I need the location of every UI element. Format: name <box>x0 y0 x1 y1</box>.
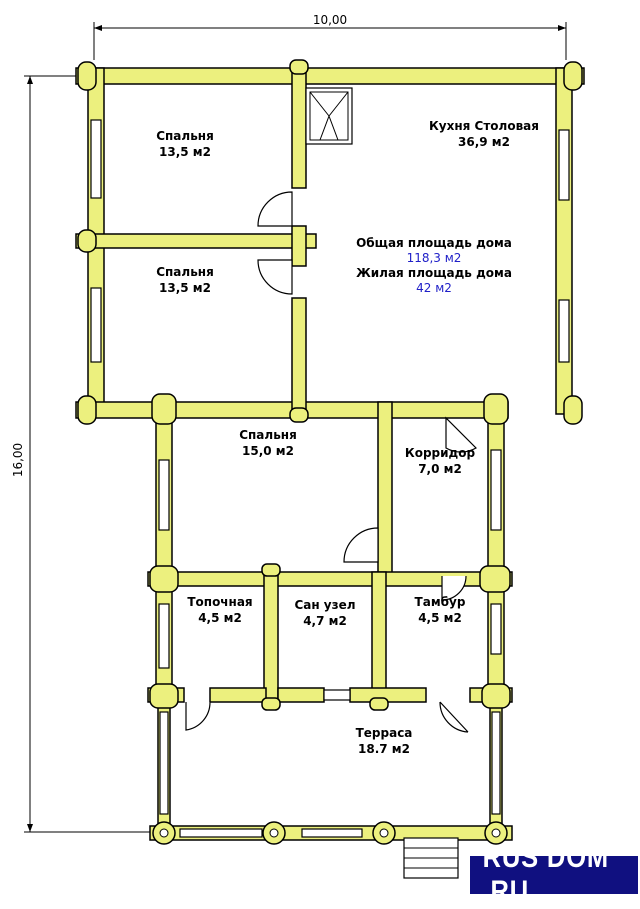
room-area-corridor: 7,0 м2 <box>418 462 462 476</box>
room-area-bathroom: 4,7 м2 <box>303 614 347 628</box>
room-name-bedroom-2: Спальня <box>156 265 214 279</box>
living-area-value: 42 м2 <box>416 281 452 295</box>
log-ends <box>77 59 583 711</box>
total-area-label: Общая площадь дома <box>356 236 512 250</box>
room-name-corridor: Корридор <box>405 446 476 460</box>
room-name-vestibule: Тамбур <box>415 595 466 609</box>
room-name-kitchen: Кухня Столовая <box>429 119 539 133</box>
room-area-bedroom-3: 15,0 м2 <box>242 444 294 458</box>
terrace-railings <box>159 711 501 838</box>
walls <box>75 67 585 841</box>
room-name-bedroom-3: Спальня <box>239 428 297 442</box>
living-area-label: Жилая площадь дома <box>356 266 512 280</box>
room-name-furnace: Топочная <box>187 595 252 609</box>
stove-icon <box>305 87 353 145</box>
room-area-furnace: 4,5 м2 <box>198 611 242 625</box>
room-name-bathroom: Сан узел <box>294 598 355 612</box>
room-name-terrace: Терраса <box>356 726 413 740</box>
room-name-bedroom-1: Спальня <box>156 129 214 143</box>
total-area-value: 118,3 м2 <box>407 251 462 265</box>
site-logo[interactable]: RUS DOM .RU <box>470 841 638 908</box>
doors <box>185 191 477 733</box>
width-dimension-label: 10,00 <box>313 13 347 27</box>
windows <box>90 119 570 701</box>
room-area-bedroom-1: 13,5 м2 <box>159 145 211 159</box>
room-area-terrace: 18.7 м2 <box>358 742 410 756</box>
site-logo-text: RUS DOM .RU <box>482 841 609 908</box>
dimension-width <box>93 22 567 60</box>
dimension-height <box>24 75 150 833</box>
room-area-vestibule: 4,5 м2 <box>418 611 462 625</box>
entrance-steps-icon <box>403 837 459 879</box>
terrace-posts <box>152 821 508 845</box>
room-area-bedroom-2: 13,5 м2 <box>159 281 211 295</box>
room-area-kitchen: 36,9 м2 <box>458 135 510 149</box>
height-dimension-label: 16,00 <box>11 443 25 477</box>
